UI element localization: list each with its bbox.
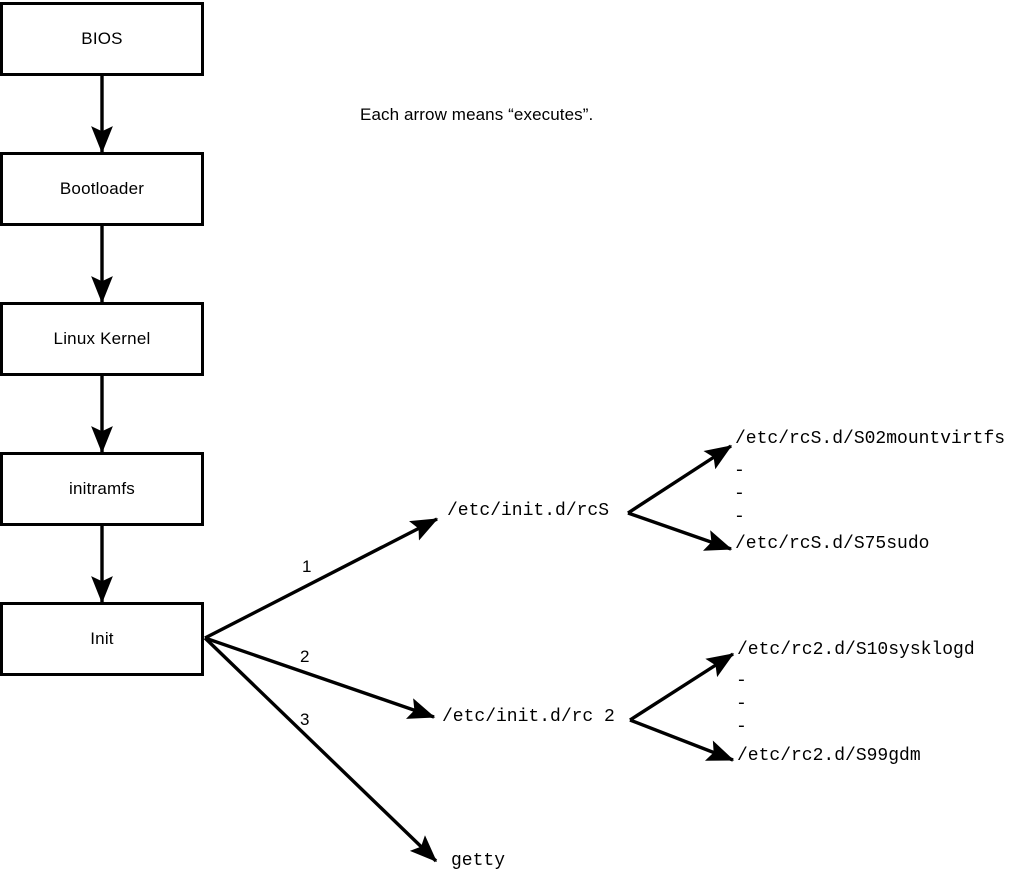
node-box-init[interactable]: Init (0, 602, 204, 676)
diagram-note: Each arrow means “executes”. (360, 105, 594, 124)
label-rc2-first-script: /etc/rc2.d/S10sysklogd (737, 640, 975, 660)
ellipsis-dash-rcs-2: - (734, 484, 745, 504)
init-to-getty (203, 636, 438, 863)
node-box-initramfs[interactable]: initramfs (0, 452, 204, 526)
label-rcs-script: /etc/init.d/rcS (447, 501, 610, 521)
label-rcs-first-script: /etc/rcS.d/S02mountvirtfs (735, 429, 1006, 449)
ellipsis-dash-rc2-1: - (736, 671, 747, 691)
node-label: Bootloader (59, 179, 145, 198)
rcs-to-last (627, 511, 733, 551)
ellipsis-dash-rc2-3: - (736, 717, 747, 737)
init-to-rc2 (204, 636, 436, 719)
node-box-linux-kernel[interactable]: Linux Kernel (0, 302, 204, 376)
rc2-to-first (629, 652, 735, 722)
edge-number-3: 3 (300, 710, 310, 729)
ellipsis-dash-rcs-1: - (734, 461, 745, 481)
label-rc2-last-script: /etc/rc2.d/S99gdm (737, 746, 921, 766)
node-box-bootloader[interactable]: Bootloader (0, 152, 204, 226)
init-to-rcs (204, 517, 439, 640)
node-label: Linux Kernel (53, 329, 151, 348)
edge-number-1: 1 (302, 557, 312, 576)
label-rcs-last-script: /etc/rcS.d/S75sudo (735, 534, 930, 554)
node-label: BIOS (81, 29, 123, 48)
node-label: initramfs (68, 479, 136, 498)
label-getty: getty (451, 851, 506, 871)
node-label: Init (90, 629, 114, 648)
node-box-bios[interactable]: BIOS (0, 2, 204, 76)
rcs-to-first (627, 444, 733, 515)
edge-number-2: 2 (300, 647, 310, 666)
label-rc2-script: /etc/init.d/rc 2 (442, 707, 615, 727)
ellipsis-dash-rc2-2: - (736, 694, 747, 714)
rc2-to-last (629, 718, 735, 762)
ellipsis-dash-rcs-3: - (734, 507, 745, 527)
